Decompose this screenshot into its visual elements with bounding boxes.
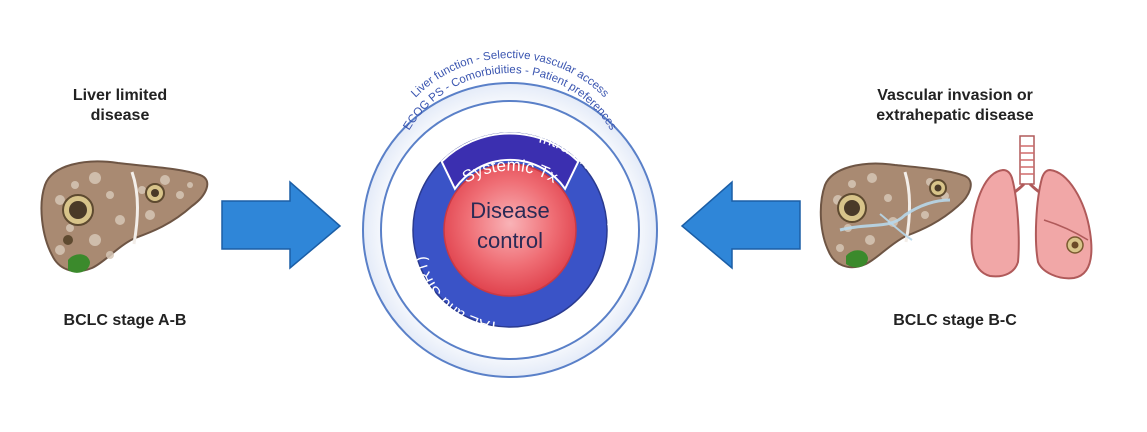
left-title: Liver limited disease	[40, 86, 200, 126]
right-stage-label: BCLC stage B-C	[893, 312, 1017, 329]
systemic-band	[440, 132, 580, 191]
arrow-left	[680, 180, 801, 270]
core-text-line1: Disease	[470, 198, 549, 223]
left-title-line1: Liver limited	[72, 87, 168, 104]
arrow-right	[221, 180, 342, 270]
treatment-circle	[362, 82, 658, 378]
left-title-line2: disease	[90, 107, 150, 124]
core-text-line2: control	[477, 228, 543, 253]
left-stage-label: BCLC stage A-B	[63, 312, 187, 329]
disease-control-core	[443, 163, 577, 297]
liver-illustration-right	[819, 162, 972, 269]
right-title-line2: extrahepatic disease	[876, 107, 1034, 124]
right-title-line1: Vascular invasion or	[877, 87, 1033, 104]
right-title: Vascular invasion or extrahepatic diseas…	[835, 86, 1075, 126]
lungs-illustration	[970, 135, 1093, 280]
liver-illustration-left	[40, 160, 209, 273]
